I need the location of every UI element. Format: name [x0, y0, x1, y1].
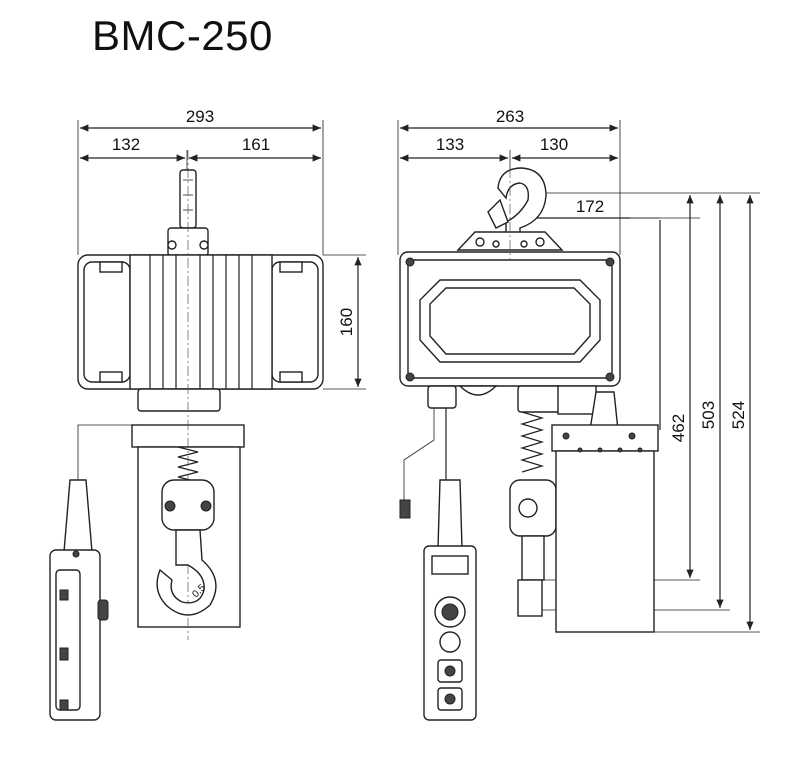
- side-right-width-label: 130: [540, 135, 568, 154]
- side-overall-width-label: 263: [496, 107, 524, 126]
- front-body-height-label: 160: [337, 308, 356, 336]
- side-height-524-label: 524: [729, 401, 748, 429]
- side-height-503-label: 503: [699, 401, 718, 429]
- front-right-width-label: 161: [242, 135, 270, 154]
- front-pendant: [49, 424, 138, 721]
- front-motor-body: [77, 254, 324, 390]
- side-chain-assembly: [509, 150, 659, 633]
- front-lower-assembly: 0.5: [131, 150, 245, 640]
- front-overall-width-label: 293: [186, 107, 214, 126]
- side-view: 263 133 130 172 462 503 524: [397, 107, 760, 721]
- front-left-width-label: 132: [112, 135, 140, 154]
- side-dimensions: 263 133 130 172 462 503 524: [397, 107, 760, 633]
- side-hook-offset-label: 172: [576, 197, 604, 216]
- side-left-width-label: 133: [436, 135, 464, 154]
- side-motor-body: [399, 251, 621, 396]
- drawing-title: BMC-250: [92, 12, 273, 59]
- front-view: 293 132 161 160: [49, 107, 366, 721]
- side-height-462-label: 462: [669, 414, 688, 442]
- front-dimensions: 293 132 161 160: [77, 107, 366, 390]
- side-pendant: [399, 385, 477, 721]
